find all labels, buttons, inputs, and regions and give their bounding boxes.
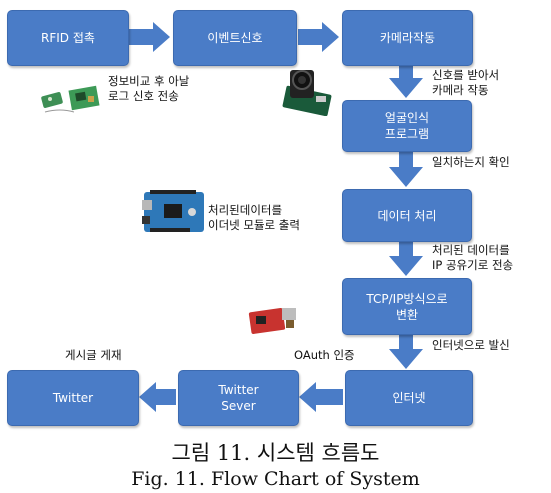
note-oauth: OAuth 인증 — [294, 348, 355, 363]
caption-english: Fig. 11. Flow Chart of System — [0, 468, 551, 490]
twitter-server-box: Twitter Sever — [178, 370, 299, 426]
note-post: 게시글 게재 — [65, 348, 122, 363]
camera-module-icon — [276, 66, 340, 116]
internet-box: 인터넷 — [345, 370, 473, 426]
arduino-board-icon — [140, 186, 210, 238]
rfid-module-icon — [40, 82, 104, 116]
note-internet-send: 인터넷으로 발신 — [432, 338, 510, 353]
arrow-data-to-tcp — [389, 240, 423, 276]
arrow-internet-to-server — [299, 382, 343, 412]
note-ip-share: 처리된 데이터를 IP 공유기로 전송 — [432, 243, 513, 273]
note-ethernet-output: 처리된데이터를 이더넷 모듈로 출력 — [208, 203, 300, 233]
tcp-ip-convert-box: TCP/IP방식으로 변환 — [342, 278, 472, 335]
camera-operation-box: 카메라작동 — [342, 10, 473, 66]
data-processing-box: 데이터 처리 — [342, 189, 472, 242]
ethernet-module-icon — [246, 304, 302, 336]
rfid-contact-box: RFID 접촉 — [7, 10, 129, 66]
arrow-server-to-twitter — [139, 382, 176, 412]
arrow-rfid-to-event — [129, 22, 170, 52]
note-compare-send: 정보비교 후 아날 로그 신호 전송 — [108, 74, 189, 104]
twitter-box: Twitter — [7, 370, 139, 426]
event-signal-box: 이벤트신호 — [173, 10, 297, 66]
note-receive-signal: 신호를 받아서 카메라 작동 — [432, 68, 499, 98]
arrow-event-to-camera — [298, 22, 339, 52]
arrow-face-to-data — [389, 150, 423, 187]
arrow-tcp-to-internet — [389, 333, 423, 369]
face-recognition-box: 얼굴인식 프로그램 — [342, 100, 472, 152]
caption-korean: 그림 11. 시스템 흐름도 — [0, 437, 551, 467]
arrow-camera-to-face — [389, 63, 423, 98]
note-match-check: 일치하는지 확인 — [432, 155, 510, 170]
